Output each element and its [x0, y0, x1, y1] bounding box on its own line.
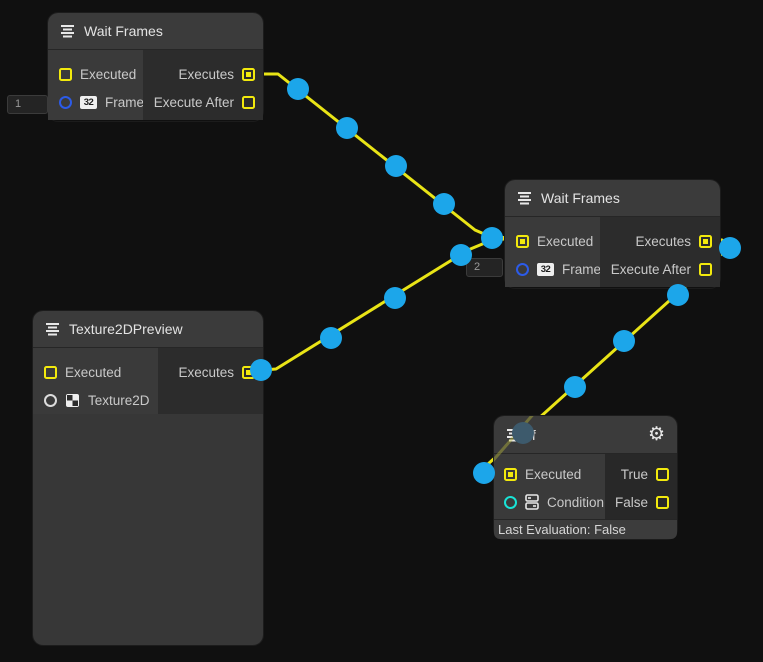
port-label: Executed	[65, 364, 122, 380]
last-evaluation-status: Last Evaluation: False	[494, 519, 677, 539]
gear-icon[interactable]: ⚙	[647, 424, 665, 445]
port-frames-input[interactable]	[59, 95, 72, 109]
texture-preview-area	[33, 414, 263, 645]
node-wait-frames-2[interactable]: Wait Frames Executed 32 Frames Executes …	[505, 180, 720, 288]
node-title: Wait Frames	[541, 190, 620, 206]
flow-dot	[384, 287, 406, 309]
flow-dot	[433, 193, 455, 215]
node-header[interactable]: Wait Frames	[48, 13, 263, 50]
flow-dot	[336, 117, 358, 139]
port-label: Executes	[178, 66, 234, 82]
port-label: Executes	[178, 364, 234, 380]
flow-dot	[473, 462, 495, 484]
port-label: False	[614, 494, 648, 510]
port-label: Texture2D	[88, 392, 150, 408]
port-execute-after-output[interactable]	[242, 95, 255, 109]
frames-value-field-1[interactable]	[7, 95, 48, 114]
integer-type-icon: 32	[80, 95, 97, 109]
port-label: Frames	[562, 261, 608, 277]
node-title: Wait Frames	[84, 23, 163, 39]
flow-dot	[450, 244, 472, 266]
port-false-output[interactable]	[656, 495, 669, 509]
node-header[interactable]: Texture2DPreview	[33, 311, 263, 348]
port-label: Executed	[537, 233, 594, 249]
node-texture2d-preview[interactable]: Texture2DPreview Executed Texture2D Exec…	[33, 311, 263, 645]
sequence-icon	[46, 323, 59, 336]
port-condition-input[interactable]	[504, 495, 517, 509]
port-executed-input[interactable]	[59, 67, 72, 81]
port-true-output[interactable]	[656, 467, 669, 481]
port-executed-input[interactable]	[44, 365, 57, 379]
port-executed-input[interactable]	[516, 234, 529, 248]
port-executed-input[interactable]	[504, 467, 517, 481]
node-title: Texture2DPreview	[69, 321, 183, 337]
integer-type-icon: 32	[537, 262, 554, 276]
flow-dot	[250, 359, 272, 381]
texture-icon	[66, 393, 79, 407]
port-label: Executes	[635, 233, 691, 249]
flow-dot	[667, 284, 689, 306]
flow-dot	[287, 78, 309, 100]
port-label: Condition	[547, 494, 605, 510]
node-wait-frames-1[interactable]: Wait Frames Executed 32 Frames Executes …	[48, 13, 263, 121]
flow-dot	[320, 327, 342, 349]
port-execute-after-output[interactable]	[699, 262, 712, 276]
node-header[interactable]: Wait Frames	[505, 180, 720, 217]
port-texture2d-input[interactable]	[44, 393, 57, 407]
flow-dot	[719, 237, 741, 259]
port-label: Execute After	[153, 94, 234, 110]
frames-value-field-2[interactable]	[466, 258, 503, 277]
flow-dot-occluded	[512, 422, 534, 444]
flow-dot	[481, 227, 503, 249]
sequence-icon	[61, 25, 74, 38]
flow-dot	[385, 155, 407, 177]
port-frames-input[interactable]	[516, 262, 529, 276]
port-label: Frames	[105, 94, 151, 110]
flow-dot	[564, 376, 586, 398]
predicate-icon	[525, 494, 539, 510]
connection-wire-wait1-to-wait2[interactable]	[248, 72, 519, 240]
port-executes-output[interactable]	[699, 234, 712, 248]
sequence-icon	[518, 192, 531, 205]
port-label: Executed	[525, 466, 582, 482]
port-executes-output[interactable]	[242, 67, 255, 81]
port-label: Executed	[80, 66, 137, 82]
flow-dot	[613, 330, 635, 352]
port-label: Execute After	[610, 261, 691, 277]
port-label: True	[620, 466, 648, 482]
